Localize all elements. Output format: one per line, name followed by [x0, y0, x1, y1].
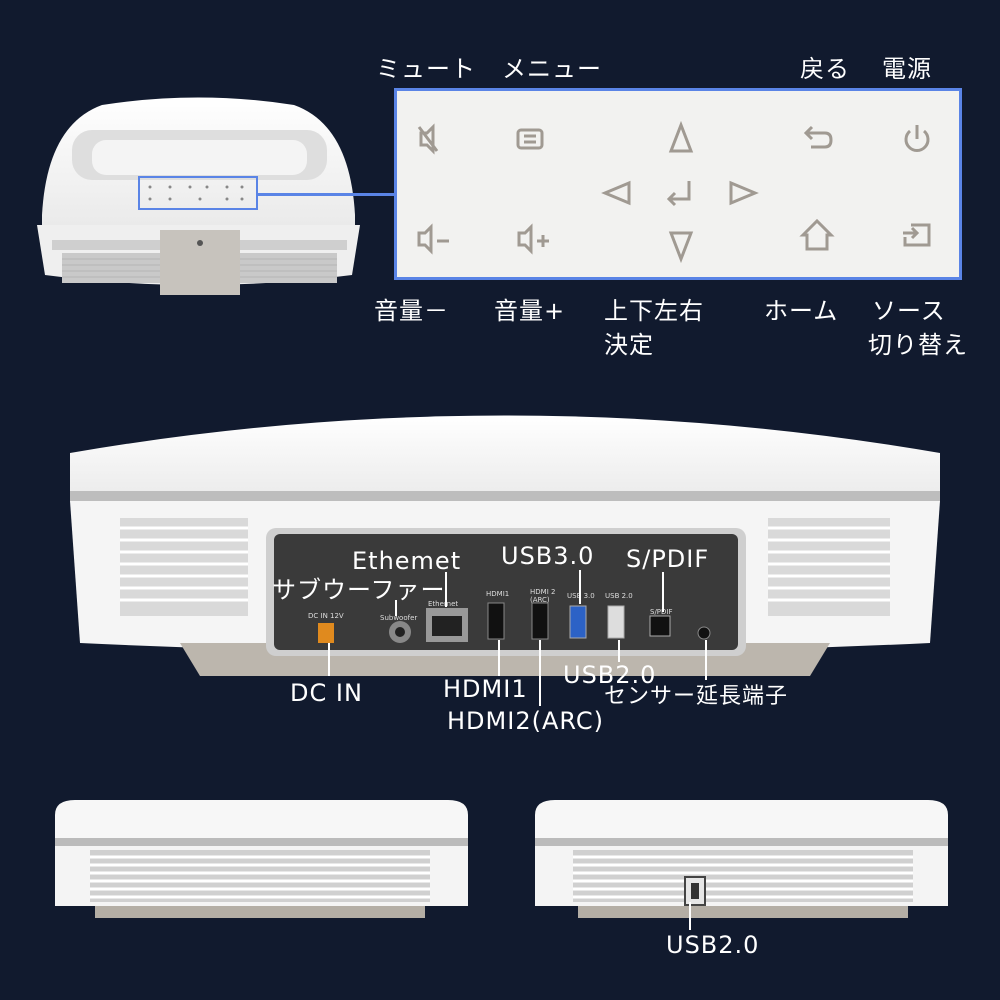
label-ethernet: Ethemet — [352, 547, 462, 575]
callout-connector — [258, 193, 394, 196]
label-side-usb2: USB2.0 — [666, 931, 760, 959]
leader-hdmi1 — [498, 640, 500, 676]
leader-usb2 — [618, 640, 620, 662]
enter-icon[interactable] — [659, 173, 699, 213]
port-text-hdmi2-arc: (ARC) — [530, 596, 550, 604]
down-icon[interactable] — [661, 225, 701, 265]
label-vol-down: 音量－ — [374, 297, 449, 325]
port-text-hdmi1: HDMI1 — [486, 590, 510, 598]
leader-dc — [328, 643, 330, 676]
label-dc-in: DC IN — [290, 679, 363, 707]
port-text-ethernet: Ethernet — [428, 600, 459, 608]
label-spdif: S/PDIF — [626, 545, 710, 573]
label-dpad-line1: 上下左右 — [604, 297, 704, 325]
projector-side-right-image — [535, 795, 948, 920]
projector-rear-image — [70, 398, 940, 678]
port-text-hdmi2: HDMI 2 — [530, 588, 556, 596]
label-vol-up: 音量+ — [494, 297, 566, 325]
label-dpad-line2: 決定 — [604, 331, 654, 359]
label-mute: ミュート — [376, 55, 476, 83]
projector-top-image — [32, 95, 365, 300]
power-icon[interactable] — [897, 119, 937, 159]
source-icon[interactable] — [897, 215, 937, 255]
label-usb3: USB3.0 — [501, 542, 595, 570]
control-panel-zoom — [394, 88, 962, 280]
label-usb2: USB2.0 — [563, 661, 657, 689]
button-area-highlight — [138, 176, 258, 210]
leader-ethernet — [445, 572, 447, 607]
leader-hdmi2 — [539, 640, 541, 706]
menu-icon[interactable] — [510, 119, 550, 159]
vol-down-icon[interactable] — [415, 219, 455, 259]
left-icon[interactable] — [597, 173, 637, 213]
port-text-subwoofer: Subwoofer — [380, 614, 418, 622]
label-menu: メニュー — [502, 55, 602, 83]
label-home: ホーム — [764, 297, 839, 325]
leader-subwoofer — [395, 600, 397, 616]
mute-icon[interactable] — [409, 119, 449, 159]
vol-up-icon[interactable] — [515, 219, 555, 259]
label-source-line1: ソース — [872, 297, 946, 325]
port-text-usb2: USB 2.0 — [605, 592, 633, 600]
label-back: 戻る — [800, 55, 850, 83]
back-icon[interactable] — [797, 119, 837, 159]
right-icon[interactable] — [723, 173, 763, 213]
home-icon[interactable] — [797, 215, 837, 255]
projector-side-left-image — [55, 795, 468, 920]
label-sensor: センサー延長端子 — [604, 684, 789, 709]
leader-side-usb2 — [689, 902, 691, 930]
label-source-line2: 切り替え — [868, 331, 968, 359]
up-icon[interactable] — [661, 119, 701, 159]
label-power: 電源 — [882, 55, 932, 83]
label-subwoofer: サブウーファー — [272, 576, 446, 604]
label-hdmi1: HDMI1 — [443, 675, 528, 703]
leader-usb3 — [579, 570, 581, 604]
leader-spdif — [662, 572, 664, 612]
leader-sensor — [705, 640, 707, 680]
port-text-dc: DC IN 12V — [308, 612, 344, 620]
label-hdmi2: HDMI2(ARC) — [447, 707, 604, 735]
port-text-spdif: S/PDIF — [650, 608, 673, 616]
